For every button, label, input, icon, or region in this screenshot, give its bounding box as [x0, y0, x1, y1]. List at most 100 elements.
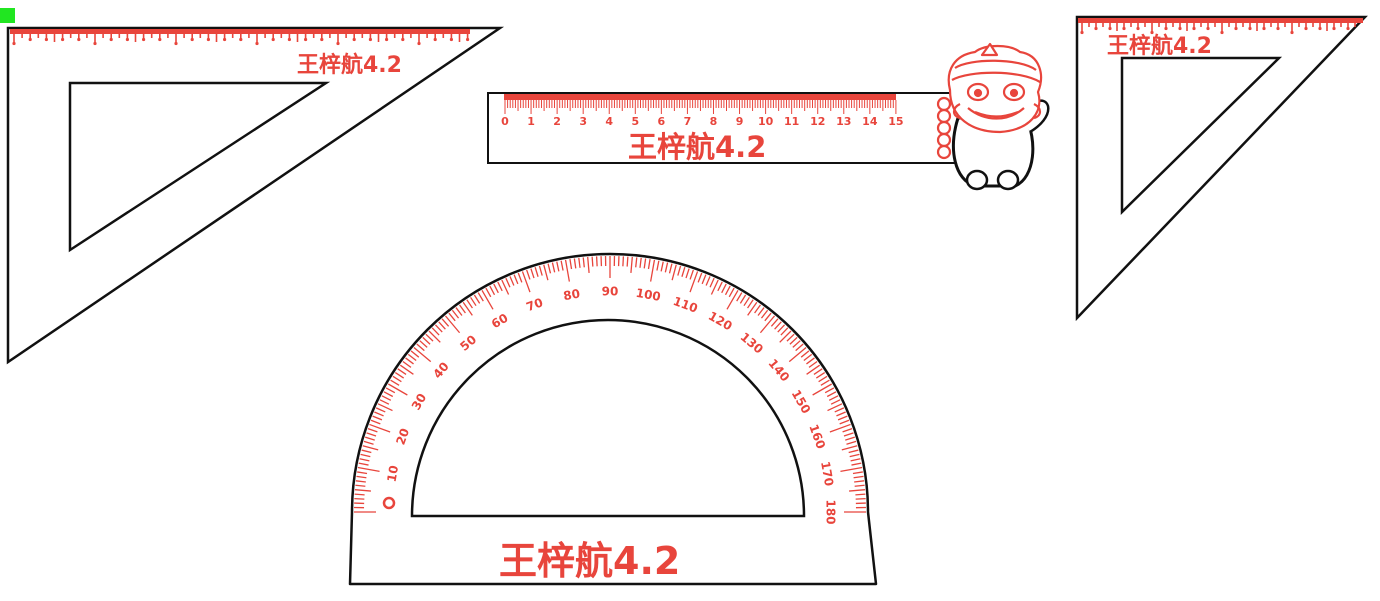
protractor-tick — [747, 301, 758, 316]
protractor-tick — [551, 262, 556, 273]
set-square-left-tick-dot — [417, 41, 421, 46]
protractor-tick — [444, 315, 461, 334]
protractor-tick — [635, 257, 638, 268]
protractor-tick — [701, 274, 707, 285]
protractor-origin-mark — [382, 496, 396, 510]
protractor-label: 100 — [635, 286, 662, 304]
protractor-tick — [815, 372, 826, 379]
protractor-tick — [587, 256, 590, 273]
protractor-tick — [385, 387, 396, 394]
set-square-left-tick-dot — [174, 41, 178, 46]
set-square-left-tick-dot — [239, 37, 243, 42]
protractor-tick — [721, 283, 727, 294]
protractor-tick — [779, 330, 792, 343]
set-square-right-tick-dot — [1094, 26, 1098, 31]
protractor-tick — [808, 361, 818, 368]
set-square-right-tick-dot — [1122, 26, 1126, 31]
protractor-tick — [517, 272, 523, 283]
protractor-tick — [622, 256, 625, 267]
protractor-tick — [843, 432, 854, 437]
protractor-tick — [803, 353, 813, 362]
set-square-left-tick-dot — [44, 37, 49, 42]
lion-dance-mascot-icon — [936, 42, 1050, 191]
protractor-tick — [428, 330, 441, 343]
ruler-brand: 王梓航4.2 — [628, 130, 766, 164]
protractor-tick — [459, 304, 466, 314]
protractor-tick — [709, 277, 715, 288]
protractor-tick — [582, 257, 585, 268]
protractor-tick — [656, 260, 660, 271]
protractor-tick — [812, 383, 833, 396]
set-square-left-tick-dot — [77, 37, 81, 42]
protractor-tick — [630, 256, 633, 273]
protractor-tick — [534, 266, 539, 277]
protractor-tick — [473, 294, 481, 304]
protractor-tick — [361, 449, 372, 454]
protractor-tick — [505, 277, 511, 288]
protractor-tick — [840, 466, 863, 473]
protractor-tick — [485, 287, 492, 298]
ruler-label: 4 — [605, 115, 613, 128]
set-square-left-tick-dot — [142, 37, 146, 42]
protractor-tick — [777, 324, 786, 333]
protractor-tick — [852, 471, 863, 475]
protractor-tick — [849, 489, 866, 492]
green-square-marker — [0, 8, 15, 23]
set-square-right-tick-dot — [1192, 26, 1196, 31]
protractor-tick — [760, 309, 769, 319]
set-square-right-tick-dot — [1332, 26, 1336, 31]
set-square-left: 王梓航4.2 — [6, 26, 505, 365]
ruler-label: 0 — [501, 115, 509, 128]
protractor-tick — [513, 274, 519, 285]
protractor-tick — [697, 272, 703, 283]
set-square-left-ticks — [12, 33, 470, 46]
protractor-tick — [497, 281, 503, 292]
protractor-tick — [795, 343, 804, 352]
set-square-left-tick-dot — [206, 37, 210, 42]
ruler-label: 3 — [579, 115, 587, 128]
set-square-left-tick-dot — [223, 37, 227, 42]
protractor-tick — [736, 292, 743, 302]
set-square-right-brand: 王梓航4.2 — [1107, 33, 1212, 59]
protractor-tick — [595, 256, 598, 267]
protractor-tick — [717, 281, 723, 292]
set-square-right-ticks — [1080, 22, 1356, 35]
set-square-right-tick-dot — [1150, 30, 1154, 35]
ruler-ticks — [504, 100, 897, 114]
protractor-tick — [789, 336, 798, 345]
protractor-label: 170 — [818, 460, 836, 487]
set-square-right-tick-dot — [1304, 26, 1308, 31]
set-square-right-tick-dot — [1346, 26, 1350, 31]
set-square-right-tick-dot — [1276, 26, 1280, 31]
protractor-label: 80 — [562, 287, 581, 304]
protractor-tick — [509, 276, 515, 286]
ruler-label: 13 — [836, 115, 851, 128]
set-square-left-tick-dot — [255, 41, 259, 46]
set-square-left-brand: 王梓航4.2 — [297, 52, 402, 78]
protractor-tick — [639, 257, 642, 268]
protractor-tick — [747, 299, 754, 309]
set-square-left-tick-dot — [271, 37, 275, 42]
protractor-tick — [757, 307, 765, 316]
protractor-tick — [850, 458, 861, 462]
protractor-tick — [792, 340, 801, 348]
protractor-tick — [377, 403, 393, 412]
protractor-tick — [689, 269, 694, 280]
protractor-tick — [375, 407, 386, 413]
protractor-tick — [829, 423, 851, 433]
set-square-right: 王梓航4.2 — [1075, 15, 1368, 322]
protractor-tick — [806, 357, 815, 365]
set-square-left-tick-dot — [304, 37, 308, 42]
set-square-right-edge-strip — [1078, 18, 1363, 23]
protractor-label: 70 — [524, 295, 544, 314]
protractor-tick — [369, 423, 391, 433]
protractor-tick — [357, 466, 380, 473]
protractor-tick — [448, 312, 456, 322]
protractor-tick — [841, 445, 858, 451]
protractor-tick — [837, 415, 848, 421]
protractor-tick — [410, 350, 420, 358]
ruler-label: 2 — [553, 115, 561, 128]
set-square-left-tick-dot — [61, 37, 65, 42]
protractor-tick — [681, 266, 686, 277]
